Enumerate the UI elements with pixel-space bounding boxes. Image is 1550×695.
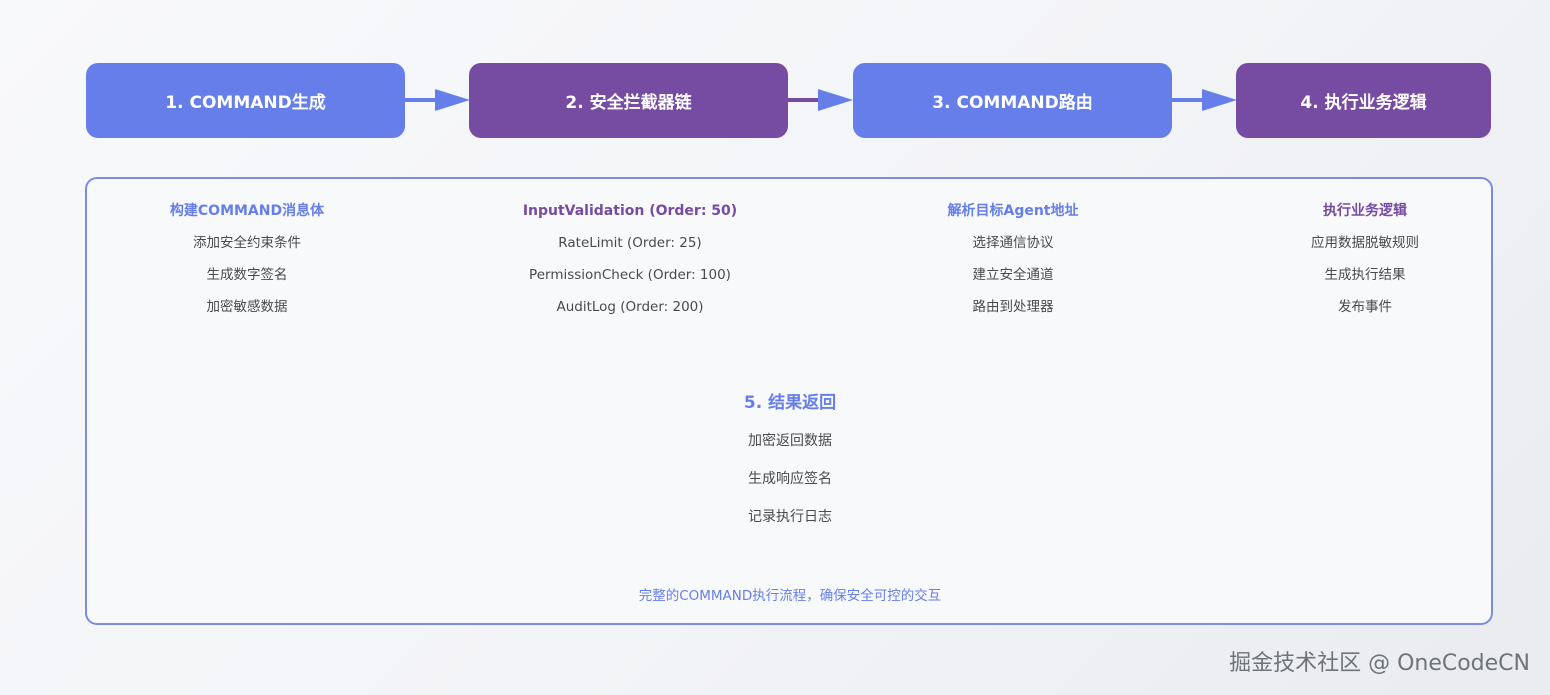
detail-item: 发布事件 xyxy=(1338,299,1392,315)
detail-column-4-title: 执行业务逻辑 xyxy=(1323,203,1407,219)
detail-item: PermissionCheck (Order: 100) xyxy=(529,267,731,283)
detail-column-3: 解析目标Agent地址 选择通信协议 建立安全通道 路由到处理器 xyxy=(947,201,1078,329)
arrow-1-to-2 xyxy=(405,89,470,111)
detail-column-1: 构建COMMAND消息体 添加安全约束条件 生成数字签名 加密敏感数据 xyxy=(170,201,324,329)
detail-column-1-title: 构建COMMAND消息体 xyxy=(169,203,325,219)
detail-item: AuditLog (Order: 200) xyxy=(556,299,704,315)
arrow-3-to-4 xyxy=(1172,89,1237,111)
step-1-command-generate: 1. COMMAND生成 xyxy=(86,63,405,138)
detail-item: 应用数据脱敏规则 xyxy=(1311,235,1419,251)
watermark: 掘金技术社区 @ OneCodeCN xyxy=(1229,651,1530,676)
detail-item: RateLimit (Order: 25) xyxy=(558,235,702,251)
result-item: 加密返回数据 xyxy=(748,433,832,449)
result-item: 生成响应签名 xyxy=(748,471,832,487)
detail-item: 生成数字签名 xyxy=(206,267,288,283)
detail-item: 建立安全通道 xyxy=(972,267,1054,283)
step-4-execute-business-logic: 4. 执行业务逻辑 xyxy=(1236,63,1491,138)
detail-column-2-title: InputValidation (Order: 50) xyxy=(522,203,738,219)
detail-item: 生成执行结果 xyxy=(1324,267,1406,283)
details-panel: 构建COMMAND消息体 添加安全约束条件 生成数字签名 加密敏感数据 Inpu… xyxy=(85,177,1493,625)
step-3-command-routing: 3. COMMAND路由 xyxy=(853,63,1172,138)
result-title: 5. 结果返回 xyxy=(743,393,837,413)
result-item: 记录执行日志 xyxy=(748,509,832,525)
arrow-2-to-3 xyxy=(788,89,853,111)
detail-item: 选择通信协议 xyxy=(972,235,1054,251)
step-4-label: 4. 执行业务逻辑 xyxy=(1300,93,1427,113)
detail-column-3-title: 解析目标Agent地址 xyxy=(947,203,1079,219)
step-3-label: 3. COMMAND路由 xyxy=(932,93,1093,113)
detail-column-2: InputValidation (Order: 50) RateLimit (O… xyxy=(523,201,737,329)
flow-arrows xyxy=(405,89,1237,111)
detail-column-4: 执行业务逻辑 应用数据脱敏规则 生成执行结果 发布事件 xyxy=(1311,201,1419,329)
step-2-security-interceptor-chain: 2. 安全拦截器链 xyxy=(469,63,788,138)
step-1-label: 1. COMMAND生成 xyxy=(165,93,326,113)
step-2-label: 2. 安全拦截器链 xyxy=(565,93,692,113)
detail-item: 加密敏感数据 xyxy=(206,299,288,315)
footer-note: 完整的COMMAND执行流程，确保安全可控的交互 xyxy=(638,588,942,604)
result-section: 5. 结果返回 加密返回数据 生成响应签名 记录执行日志 xyxy=(744,391,836,545)
detail-item: 添加安全约束条件 xyxy=(193,235,301,251)
detail-item: 路由到处理器 xyxy=(972,299,1054,315)
